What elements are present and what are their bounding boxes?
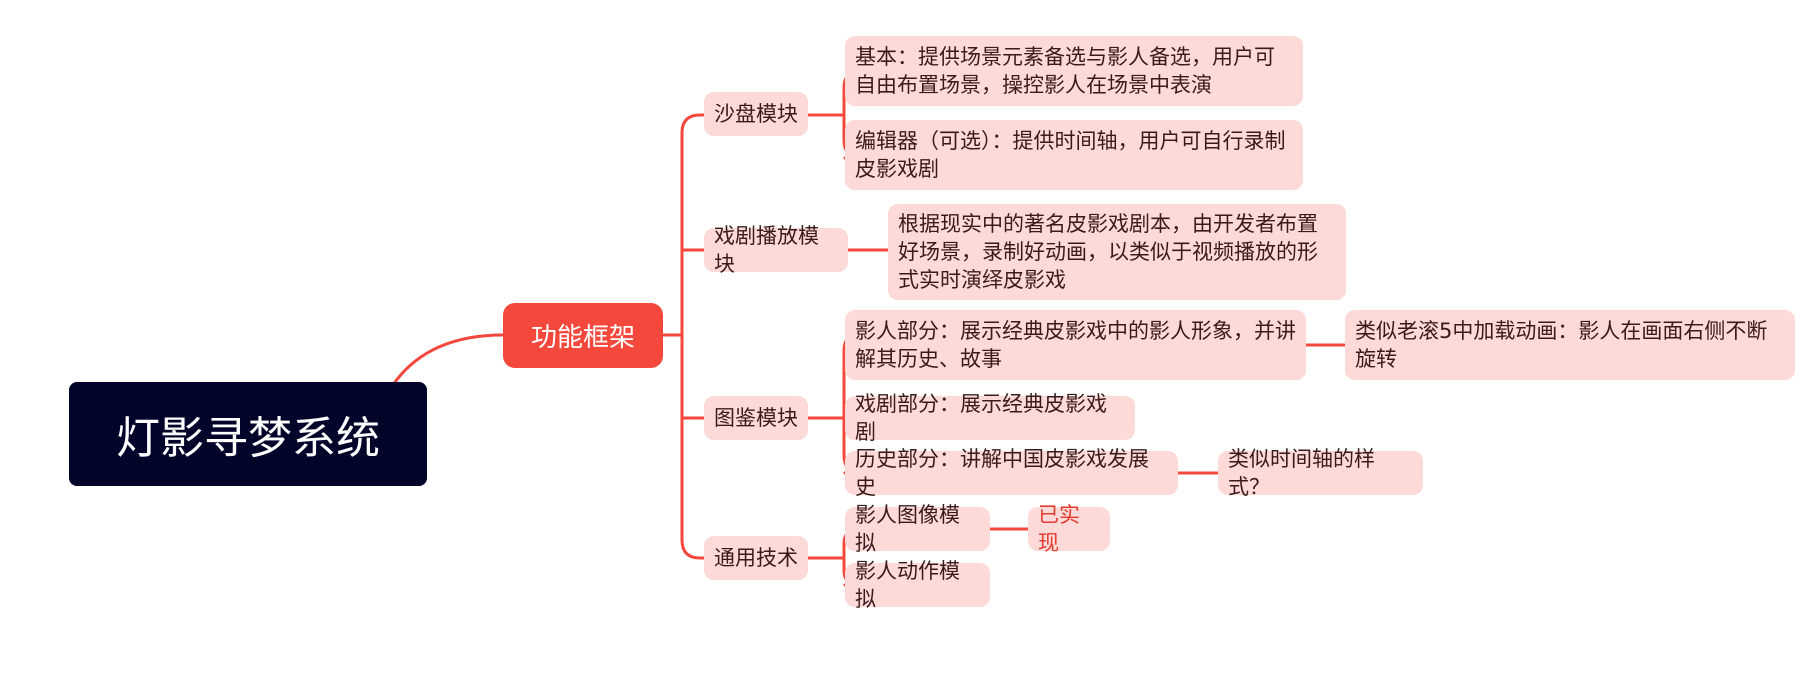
- catalog-history-note-node[interactable]: 类似时间轴的样式？: [1218, 447, 1423, 499]
- main-topic-node[interactable]: 功能框架: [503, 303, 663, 368]
- connector-trunk: [680, 113, 702, 560]
- catalog-figures-node[interactable]: 影人部分：展示经典皮影戏中的影人形象，并讲解其历史、故事: [845, 310, 1306, 380]
- tech-motion-simulation-node[interactable]: 影人动作模拟: [845, 559, 990, 611]
- connector-catalog-children: [806, 331, 864, 475]
- sandbox-editor-node[interactable]: 编辑器（可选）：提供时间轴，用户可自行录制皮影戏剧: [845, 120, 1303, 190]
- tech-image-simulation-node[interactable]: 影人图像模拟: [845, 503, 990, 555]
- root-node[interactable]: 灯影寻梦系统: [69, 382, 427, 486]
- catalog-history-node[interactable]: 历史部分：讲解中国皮影戏发展史: [845, 447, 1178, 499]
- category-drama-playback-node[interactable]: 戏剧播放模块: [704, 224, 848, 276]
- category-sandbox-node[interactable]: 沙盘模块: [704, 92, 808, 136]
- drama-playback-detail-node[interactable]: 根据现实中的著名皮影戏剧本，由开发者布置好场景，录制好动画，以类似于视频播放的形…: [888, 204, 1346, 300]
- category-catalog-node[interactable]: 图鉴模块: [704, 396, 808, 440]
- catalog-drama-node[interactable]: 戏剧部分：展示经典皮影戏剧: [845, 392, 1135, 444]
- sandbox-basic-node[interactable]: 基本：提供场景元素备选与影人备选，用户可自由布置场景，操控影人在场景中表演: [845, 36, 1303, 106]
- catalog-figures-note-node[interactable]: 类似老滚5中加载动画：影人在画面右侧不断旋转: [1345, 310, 1795, 380]
- category-general-tech-node[interactable]: 通用技术: [704, 536, 808, 580]
- connector-root-main: [393, 333, 505, 384]
- tech-implemented-note-node[interactable]: 已实现: [1028, 503, 1110, 555]
